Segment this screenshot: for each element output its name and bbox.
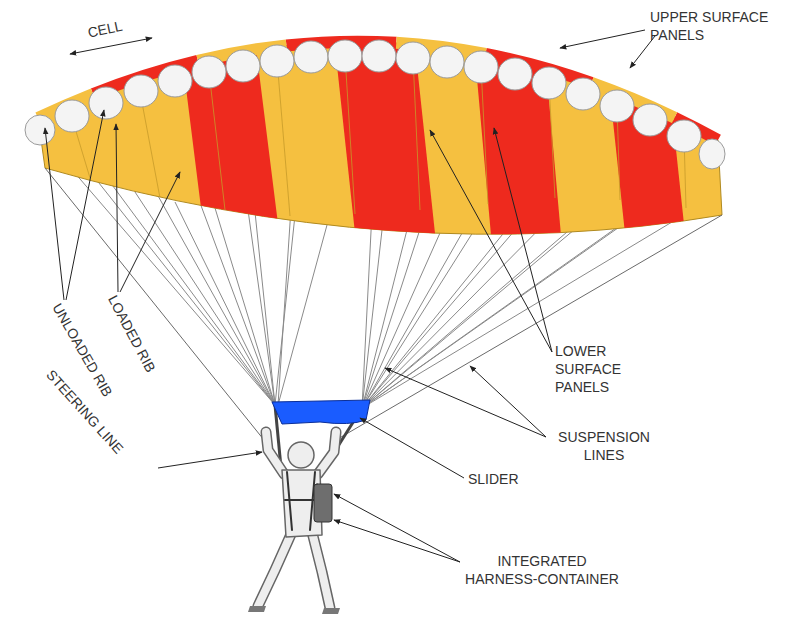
steering-lines xyxy=(45,168,722,440)
part-label: CELL xyxy=(86,17,124,42)
part-label: LOADED RIB xyxy=(104,292,160,375)
part-label: STEERING LINE xyxy=(42,366,127,457)
part-label: SUSPENSION LINES xyxy=(548,428,660,464)
jumper-figure xyxy=(248,432,340,614)
part-label: SLIDER xyxy=(468,470,519,488)
leader-lines xyxy=(45,30,655,562)
part-label: UPPER SURFACE PANELS xyxy=(650,8,785,44)
part-label: INTEGRATED HARNESS-CONTAINER xyxy=(462,552,622,588)
part-label: LOWER SURFACE PANELS xyxy=(555,342,645,397)
canopy xyxy=(25,0,725,280)
harness-container xyxy=(314,484,332,522)
slider-fabric xyxy=(272,400,370,424)
cell-openings xyxy=(25,40,725,169)
